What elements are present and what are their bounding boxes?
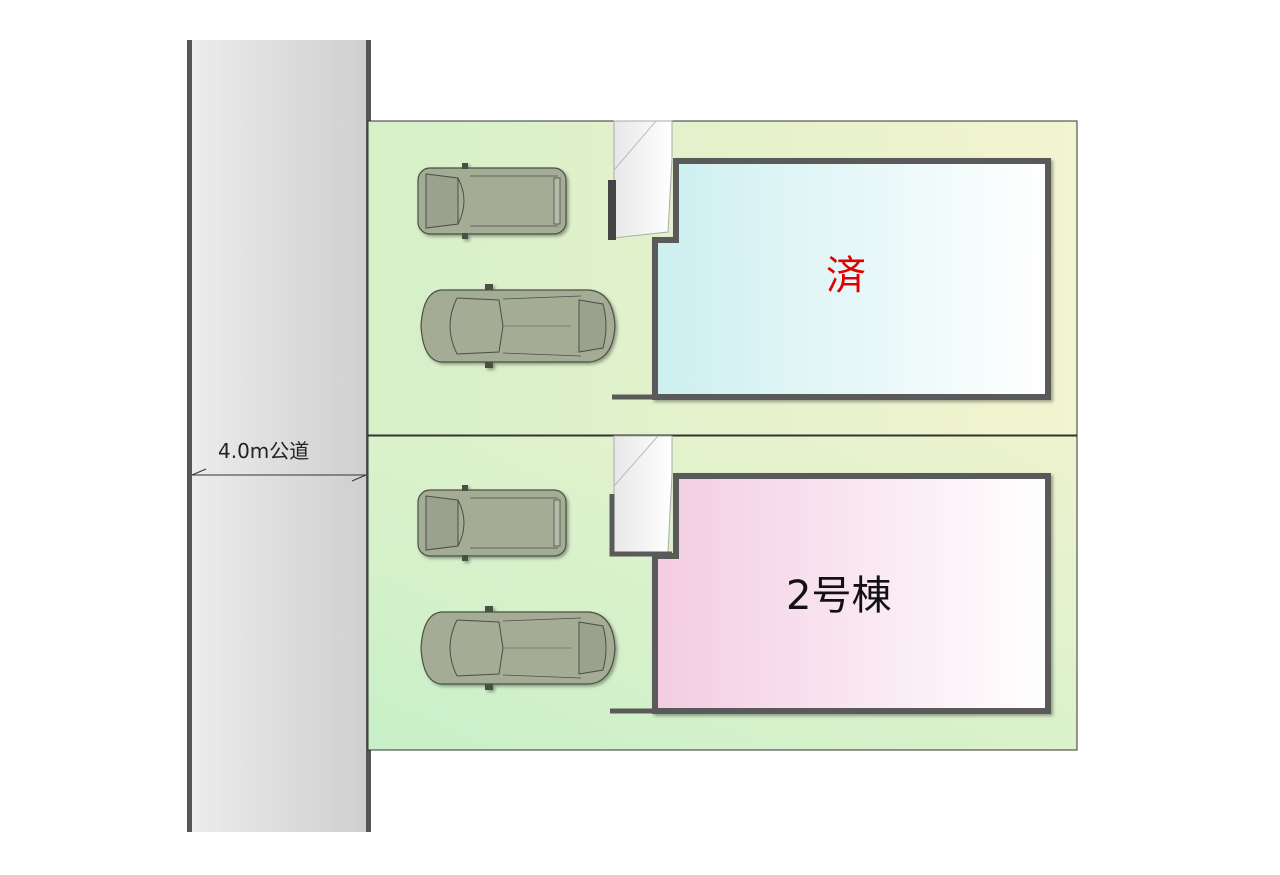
car-large-icon (420, 605, 616, 691)
car-small-icon (417, 484, 567, 562)
lot-2-label: 2号棟 (786, 573, 892, 619)
lot-2 (367, 435, 1078, 751)
road (187, 40, 371, 832)
road-width-label: 4.0m公道 (218, 439, 310, 463)
entrance-wall (608, 180, 616, 240)
car-small-icon (417, 162, 567, 240)
car-large-icon (420, 283, 616, 369)
lot-1 (367, 120, 1078, 436)
entrance-porch (613, 435, 673, 556)
entrance-porch (613, 120, 673, 239)
lot-1-status-label: 済 (826, 253, 866, 299)
